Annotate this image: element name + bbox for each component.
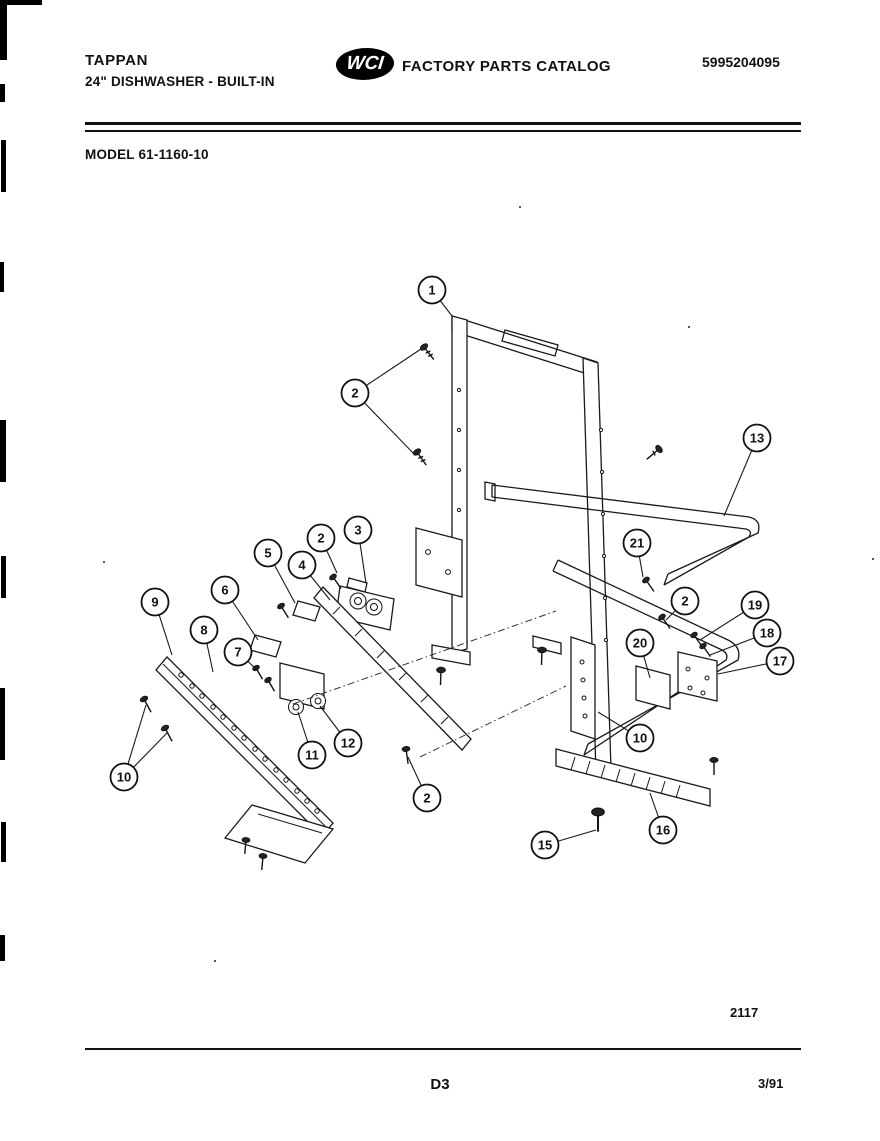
svg-text:9: 9 — [151, 595, 158, 610]
svg-text:10: 10 — [117, 770, 131, 785]
figure-number: 2117 — [730, 1005, 759, 1020]
scan-artifact — [0, 0, 42, 5]
svg-text:7: 7 — [234, 645, 241, 660]
scan-speck — [214, 960, 216, 962]
svg-text:3: 3 — [354, 523, 361, 538]
scan-artifact — [0, 935, 5, 961]
callout-2: 2 — [665, 586, 700, 621]
scan-artifact — [0, 84, 5, 102]
page-id: D3 — [430, 1076, 450, 1093]
product-line: 24" DISHWASHER - BUILT-IN — [85, 74, 275, 89]
right-brackets-art — [635, 651, 718, 710]
callout-10: 10 — [109, 704, 168, 792]
callout-2: 2 — [340, 348, 422, 456]
scan-speck — [519, 206, 521, 208]
screws-art — [139, 343, 719, 871]
callout-3: 3 — [343, 515, 373, 584]
callout-13: 13 — [723, 423, 772, 517]
svg-text:8: 8 — [200, 623, 207, 638]
svg-text:2: 2 — [681, 594, 688, 609]
footer-rule — [85, 1048, 801, 1050]
scan-artifact — [0, 688, 5, 760]
scan-speck — [103, 561, 105, 563]
scan-artifact — [0, 262, 4, 292]
callout-16: 16 — [648, 792, 678, 845]
brand-name: TAPPAN — [85, 52, 149, 69]
publication-number: 5995204095 — [702, 54, 780, 70]
scan-artifact — [0, 420, 6, 482]
svg-text:2: 2 — [423, 791, 430, 806]
scan-artifact — [1, 822, 6, 862]
callout-2: 2 — [306, 523, 338, 574]
callout-7: 7 — [223, 637, 258, 671]
callout-18: 18 — [709, 618, 782, 656]
svg-text:21: 21 — [630, 536, 644, 551]
svg-text:16: 16 — [656, 823, 670, 838]
callout-11: 11 — [297, 711, 327, 770]
callout-20: 20 — [625, 628, 655, 679]
revision-date: 3/91 — [758, 1076, 784, 1091]
svg-text:15: 15 — [538, 838, 552, 853]
centerlines-art — [292, 610, 567, 758]
scan-speck — [872, 558, 874, 560]
svg-text:5: 5 — [264, 546, 271, 561]
left-rail-art — [155, 656, 335, 864]
callout-12: 12 — [319, 705, 363, 758]
callout-6: 6 — [210, 575, 259, 641]
scan-artifact — [0, 0, 7, 60]
support-channel-art — [570, 636, 596, 740]
callout-17: 17 — [717, 646, 795, 676]
callout-10: 10 — [597, 711, 655, 753]
svg-text:19: 19 — [748, 598, 762, 613]
callout-15: 15 — [530, 829, 597, 860]
svg-text:2: 2 — [351, 386, 358, 401]
svg-text:11: 11 — [305, 748, 319, 763]
svg-text:17: 17 — [773, 654, 787, 669]
callout-5: 5 — [253, 538, 296, 604]
callout-21: 21 — [622, 528, 652, 578]
callout-8: 8 — [189, 615, 219, 673]
callout-4: 4 — [287, 550, 331, 601]
svg-text:13: 13 — [750, 431, 764, 446]
callout-2: 2 — [407, 756, 442, 813]
scan-speck — [688, 326, 690, 328]
svg-text:6: 6 — [221, 583, 228, 598]
svg-text:12: 12 — [341, 736, 355, 751]
scan-artifact — [1, 140, 6, 192]
callout-19: 19 — [699, 590, 770, 641]
svg-text:18: 18 — [760, 626, 774, 641]
svg-text:4: 4 — [298, 558, 306, 573]
model-number: MODEL 61-1160-10 — [85, 147, 209, 162]
svg-text:2: 2 — [317, 531, 324, 546]
main-frame-art — [415, 315, 612, 774]
svg-text:20: 20 — [633, 636, 647, 651]
catalog-title: FACTORY PARTS CATALOG — [402, 58, 611, 75]
svg-text:1: 1 — [428, 283, 435, 298]
base-rail-art — [555, 748, 711, 807]
upper-rail-art — [484, 481, 760, 586]
callout-9: 9 — [140, 587, 173, 656]
svg-text:10: 10 — [633, 731, 647, 746]
scan-artifact — [1, 556, 6, 598]
callout-1: 1 — [417, 275, 453, 317]
header-rule — [85, 122, 801, 132]
